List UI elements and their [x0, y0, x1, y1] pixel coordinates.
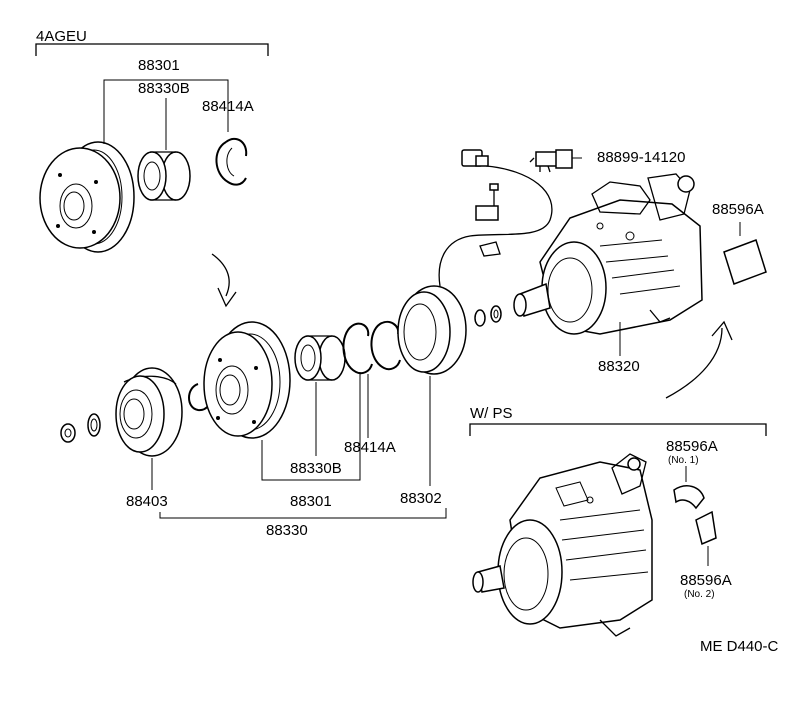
label-88301-upper: 88301 [138, 57, 180, 74]
label-88301-lower: 88301 [290, 493, 332, 510]
upper-snap-ring [215, 137, 248, 186]
leader-88301-upper [103, 79, 229, 144]
label-88330: 88330 [266, 522, 308, 539]
connector-88899 [529, 149, 582, 173]
arrow-up-icon [665, 320, 733, 399]
label-88414a-upper: 88414A [202, 98, 254, 115]
label-88596a-no2-note: (No. 2) [684, 589, 715, 600]
label-88596a-no2: 88596A [680, 572, 732, 589]
label-88403: 88403 [126, 493, 168, 510]
label-88596a: 88596A [712, 201, 764, 218]
section-wps-label: W/ PS [470, 405, 513, 422]
label-88596a-no1: 88596A [666, 438, 718, 455]
rotor-pulley [203, 321, 291, 439]
middle-bearing [294, 335, 346, 381]
section-wps: W/ PS [469, 405, 767, 436]
section-4ageu: 4AGEU [35, 28, 269, 56]
middle-snap-ring-a [342, 322, 373, 375]
arrow-down-icon [211, 253, 237, 308]
label-88302: 88302 [400, 490, 442, 507]
stator-88302 [397, 285, 467, 375]
middle-snap-ring-b [370, 320, 401, 371]
label-88596a-no1-note: (No. 1) [668, 455, 699, 466]
shaft-washers [474, 305, 502, 327]
label-88899-14120: 88899-14120 [597, 149, 685, 166]
label-plate-no2-icon [695, 510, 717, 546]
hub-88403 [115, 367, 183, 457]
label-plate-icon [723, 239, 767, 285]
section-wps-bracket [469, 423, 767, 436]
label-plate-no1-icon [673, 485, 705, 510]
wire-harness [438, 149, 553, 287]
section-4ageu-label: 4AGEU [36, 28, 87, 45]
leader-88301-lower [261, 372, 361, 481]
washers-left [60, 413, 101, 443]
compressor-88320 [513, 173, 703, 335]
leader-88330-bracket [159, 508, 447, 519]
label-88414a-lower: 88414A [344, 439, 396, 456]
section-4ageu-bracket [35, 43, 269, 56]
label-88330b-upper: 88330B [138, 80, 190, 97]
label-88330b-lower: 88330B [290, 460, 342, 477]
figure-code: ME D440-C [700, 638, 779, 655]
upper-pulley [39, 141, 135, 253]
label-88320: 88320 [598, 358, 640, 375]
upper-bearing [137, 151, 191, 201]
compressor-ps [472, 453, 653, 637]
